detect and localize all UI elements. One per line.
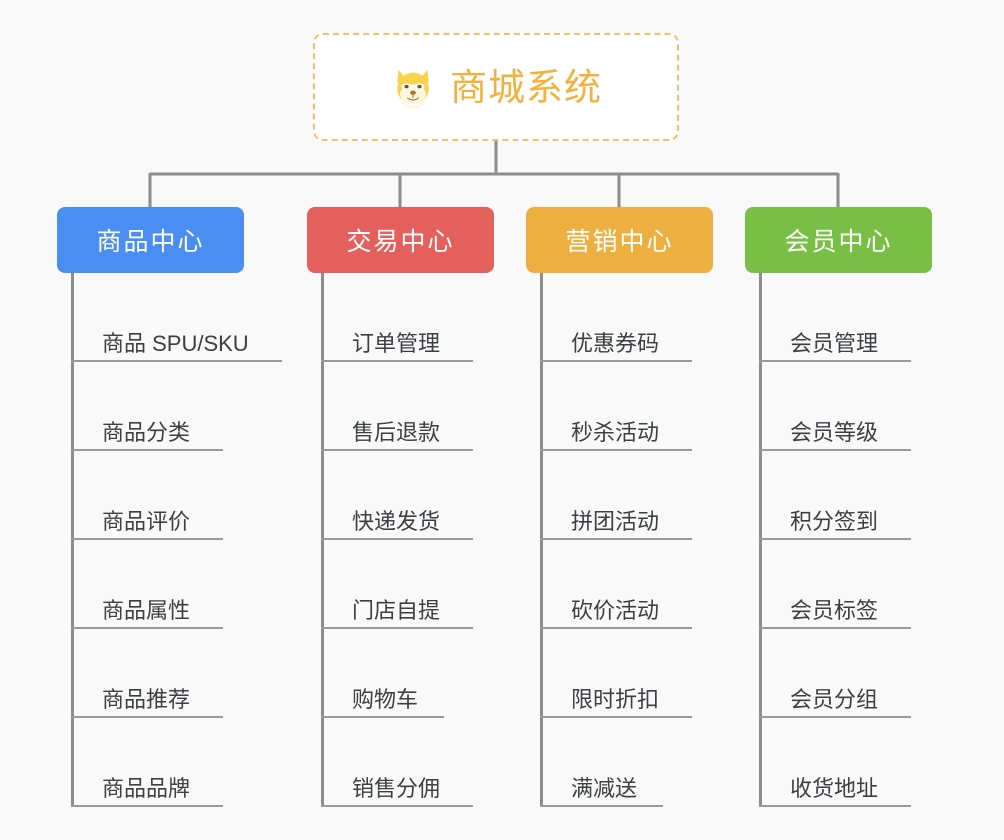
leaf-underline [321, 805, 473, 807]
leaf-underline [321, 360, 473, 362]
leaf-label: 积分签到 [790, 508, 879, 534]
leaf-underline [321, 449, 473, 451]
leaf-item[interactable]: 积分签到 [759, 451, 979, 540]
leaf-label: 门店自提 [352, 597, 441, 623]
leaf-underline [321, 538, 473, 540]
leaf-underline [71, 360, 282, 362]
leaf-underline [71, 538, 223, 540]
leaf-label: 会员等级 [790, 419, 879, 445]
leaf-underline [321, 627, 473, 629]
leaf-item[interactable]: 售后退款 [321, 362, 541, 451]
category-label: 交易中心 [346, 228, 455, 256]
leaf-list-trade-center: 订单管理 售后退款 快递发货 门店自提 购物车 销售分佣 [321, 273, 541, 807]
leaf-label: 会员标签 [790, 597, 879, 623]
leaf-label: 商品品牌 [102, 775, 191, 801]
leaf-underline [540, 360, 692, 362]
leaf-item[interactable]: 商品评价 [71, 451, 291, 540]
leaf-item[interactable]: 商品分类 [71, 362, 291, 451]
leaf-label: 满减送 [571, 775, 638, 801]
leaf-item[interactable]: 满减送 [540, 718, 760, 807]
leaf-label: 会员分组 [790, 686, 879, 712]
leaf-list-product-center: 商品 SPU/SKU 商品分类 商品评价 商品属性 商品推荐 商品品牌 [71, 273, 291, 807]
leaf-item[interactable]: 销售分佣 [321, 718, 541, 807]
column-spine [540, 273, 543, 807]
leaf-underline [759, 627, 911, 629]
leaf-label: 订单管理 [352, 330, 441, 356]
leaf-underline [71, 449, 223, 451]
category-label: 营销中心 [565, 228, 674, 256]
column-spine [759, 273, 762, 807]
leaf-underline [759, 538, 911, 540]
leaf-item[interactable]: 砍价活动 [540, 540, 760, 629]
leaf-label: 砍价活动 [571, 597, 660, 623]
leaf-label: 商品属性 [102, 597, 191, 623]
leaf-underline [759, 449, 911, 451]
leaf-underline [540, 716, 692, 718]
leaf-label: 商品 SPU/SKU [102, 330, 249, 356]
leaf-label: 购物车 [352, 686, 419, 712]
category-box-product-center[interactable]: 商品中心 [57, 207, 244, 273]
root-node[interactable]: 商城系统 [313, 33, 679, 141]
leaf-underline [759, 716, 911, 718]
leaf-underline [759, 360, 911, 362]
leaf-label: 商品推荐 [102, 686, 191, 712]
leaf-label: 收货地址 [790, 775, 879, 801]
leaf-underline [71, 716, 223, 718]
leaf-item[interactable]: 商品推荐 [71, 629, 291, 718]
leaf-item[interactable]: 商品品牌 [71, 718, 291, 807]
leaf-label: 拼团活动 [571, 508, 660, 534]
leaf-underline [540, 805, 663, 807]
category-label: 会员中心 [784, 228, 893, 256]
leaf-item[interactable]: 订单管理 [321, 273, 541, 362]
leaf-item[interactable]: 会员分组 [759, 629, 979, 718]
leaf-label: 销售分佣 [352, 775, 441, 801]
leaf-label: 商品评价 [102, 508, 191, 534]
leaf-item[interactable]: 限时折扣 [540, 629, 760, 718]
leaf-item[interactable]: 快递发货 [321, 451, 541, 540]
leaf-list-marketing-center: 优惠券码 秒杀活动 拼团活动 砍价活动 限时折扣 满减送 [540, 273, 760, 807]
leaf-item[interactable]: 会员管理 [759, 273, 979, 362]
leaf-item[interactable]: 会员等级 [759, 362, 979, 451]
leaf-label: 快递发货 [352, 508, 441, 534]
category-label: 商品中心 [96, 228, 205, 256]
leaf-label: 售后退款 [352, 419, 441, 445]
leaf-item[interactable]: 收货地址 [759, 718, 979, 807]
leaf-item[interactable]: 会员标签 [759, 540, 979, 629]
leaf-list-member-center: 会员管理 会员等级 积分签到 会员标签 会员分组 收货地址 [759, 273, 979, 807]
leaf-label: 优惠券码 [571, 330, 660, 356]
leaf-item[interactable]: 门店自提 [321, 540, 541, 629]
category-box-trade-center[interactable]: 交易中心 [307, 207, 494, 273]
category-box-marketing-center[interactable]: 营销中心 [526, 207, 713, 273]
column-spine [321, 273, 324, 807]
column-spine [71, 273, 74, 807]
leaf-underline [540, 449, 692, 451]
leaf-label: 秒杀活动 [571, 419, 660, 445]
root-title: 商城系统 [450, 66, 602, 108]
leaf-label: 会员管理 [790, 330, 879, 356]
leaf-underline [759, 805, 911, 807]
leaf-underline [71, 627, 223, 629]
leaf-underline [71, 805, 223, 807]
leaf-label: 限时折扣 [571, 686, 660, 712]
leaf-item[interactable]: 优惠券码 [540, 273, 760, 362]
leaf-item[interactable]: 拼团活动 [540, 451, 760, 540]
leaf-item[interactable]: 购物车 [321, 629, 541, 718]
leaf-label: 商品分类 [102, 419, 191, 445]
leaf-item[interactable]: 商品属性 [71, 540, 291, 629]
leaf-underline [540, 627, 692, 629]
leaf-underline [321, 716, 444, 718]
leaf-item[interactable]: 商品 SPU/SKU [71, 273, 291, 362]
shiba-dog-icon [397, 69, 429, 109]
category-box-member-center[interactable]: 会员中心 [745, 207, 932, 273]
leaf-underline [540, 538, 692, 540]
leaf-item[interactable]: 秒杀活动 [540, 362, 760, 451]
